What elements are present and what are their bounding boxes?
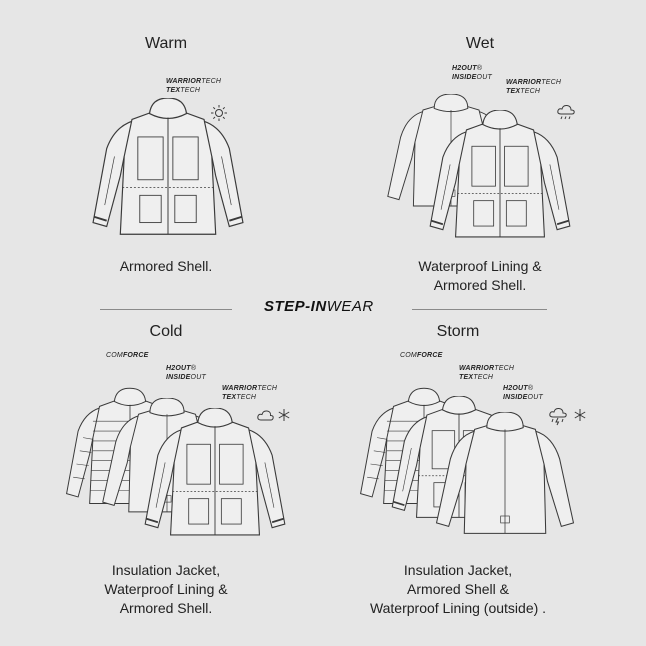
wet-title: Wet [465,35,495,52]
warm-caption: Armored Shell. [119,258,213,274]
snowflake-icon [278,409,290,421]
wet-label-h2out: H2OUT® INSIDEOUT [452,65,492,81]
armored-shell-jacket [78,98,258,244]
cold-label-warriortech: WARRIORTECH TEXTECH [222,385,278,401]
rain-cloud-icon [557,104,575,120]
waterproof-lining-jacket [420,412,590,542]
storm-caption: Insulation Jacket, Armored Shell & Water… [369,562,547,616]
cold-title: Cold [149,323,183,340]
sun-icon [211,105,227,121]
warm-title: Warm [144,35,188,52]
cloud-icon [257,410,274,421]
center-title: STEP-INWEAR [264,298,374,315]
storm-cloud-icon [549,407,567,426]
cold-label-comforce: COMFORCE [106,352,149,359]
warm-label-warriortech: WARRIORTECH TEXTECH [166,78,222,94]
storm-label-warriortech: WARRIORTECH TEXTECH [459,365,515,381]
cold-caption: Insulation Jacket, Waterproof Lining & A… [104,562,228,616]
cold-label-h2out: H2OUT® INSIDEOUT [166,365,206,381]
wet-caption: Waterproof Lining & Armored Shell. [418,258,542,293]
armored-shell-jacket [130,408,300,544]
storm-label-h2out: H2OUT® INSIDEOUT [503,385,543,401]
storm-title: Storm [436,323,480,340]
divider-left [100,309,232,310]
snowflake-icon [574,409,586,421]
storm-label-comforce: COMFORCE [400,352,443,359]
wet-label-warriortech: WARRIORTECH TEXTECH [506,79,562,95]
divider-right [412,309,547,310]
armored-shell-jacket [410,110,590,246]
